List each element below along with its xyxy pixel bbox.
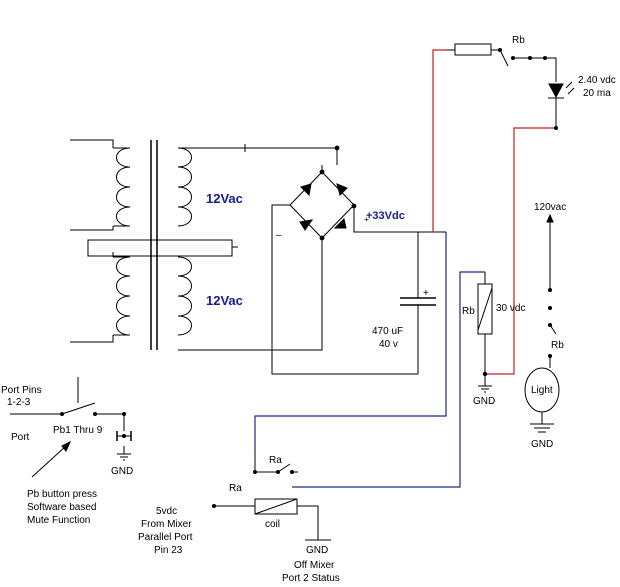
from-mixer-label-1: From Mixer (141, 519, 192, 530)
pb-note-1: Pb button press (27, 489, 97, 500)
rb-light-label: Rb (551, 340, 564, 351)
cap-value-label: 470 uF (372, 326, 403, 337)
wire-red-led-return (485, 127, 556, 375)
transformer-core (150, 140, 158, 350)
wire-dc-rail (353, 206, 446, 233)
led (548, 81, 575, 128)
wire-bridge-negative (271, 204, 418, 375)
from-mixer-label-3: Pin 23 (154, 545, 183, 556)
primary-winding-bottom (113, 256, 131, 336)
gnd-symbol-port (117, 453, 131, 461)
ra-switch-label: Ra (269, 455, 282, 466)
led-voltage-label: 2.40 vdc (578, 75, 616, 86)
capacitor (400, 232, 436, 374)
gnd-light-label: GND (531, 439, 553, 450)
rb-top-label: Rb (512, 35, 525, 46)
port-pins-label: Port Pins (1, 385, 42, 396)
vdc5-label: 5vdc (156, 506, 177, 517)
light-label: Light (531, 385, 553, 396)
led-current-label: 20 ma (583, 88, 611, 99)
dc-out-label: +33Vdc (366, 210, 405, 222)
wire-secondary-top (178, 144, 338, 165)
primary-winding-top (113, 147, 131, 227)
cap-plus-label: + (423, 288, 429, 299)
gnd-symbol-rb (478, 385, 492, 393)
resistor-top (454, 43, 492, 56)
rb-coil-label: Rb (462, 306, 475, 317)
port-pins-range-label: 1-2-3 (7, 397, 31, 408)
ra-coil-label: Ra (229, 483, 242, 494)
coil-label: coil (265, 519, 280, 530)
secondary-winding-top (177, 147, 192, 227)
gnd-symbol-light (530, 423, 554, 433)
wire-red-led-supply (432, 49, 447, 232)
ac-in-label: 120vac (534, 202, 566, 213)
port-label: Port (11, 432, 30, 443)
wire-blue-ra (254, 232, 447, 449)
bridge-minus-label: – (276, 230, 282, 241)
gnd-port-label: GND (111, 466, 133, 477)
off-mixer-label-2: Port 2 Status (282, 573, 340, 584)
vac-bottom-label: 12Vac (206, 293, 243, 308)
wire-secondary-bottom (178, 268, 323, 351)
off-mixer-label-1: Off Mixer (294, 560, 335, 571)
cap-voltage-label: 40 v (379, 339, 398, 350)
wire-blue-rb-coil (292, 271, 485, 488)
vac-top-label: 12Vac (206, 191, 243, 206)
pb-note-3: Mute Function (27, 515, 90, 526)
secondary-winding-bottom (177, 256, 192, 336)
coil-voltage-label: 30 vdc (496, 303, 525, 314)
pushbutton-pb1 (10, 377, 125, 454)
svg-text:+: + (364, 215, 369, 224)
bridge-rectifier (289, 145, 357, 268)
transformer (70, 139, 238, 350)
gnd-coil-label: GND (306, 545, 328, 556)
gnd-rb-label: GND (473, 396, 495, 407)
relay-switch-ra (254, 449, 291, 473)
pb-note-2: Software based (27, 502, 97, 513)
from-mixer-label-2: Parallel Port (138, 532, 193, 543)
pb-label: Pb1 Thru 9 (53, 425, 103, 436)
